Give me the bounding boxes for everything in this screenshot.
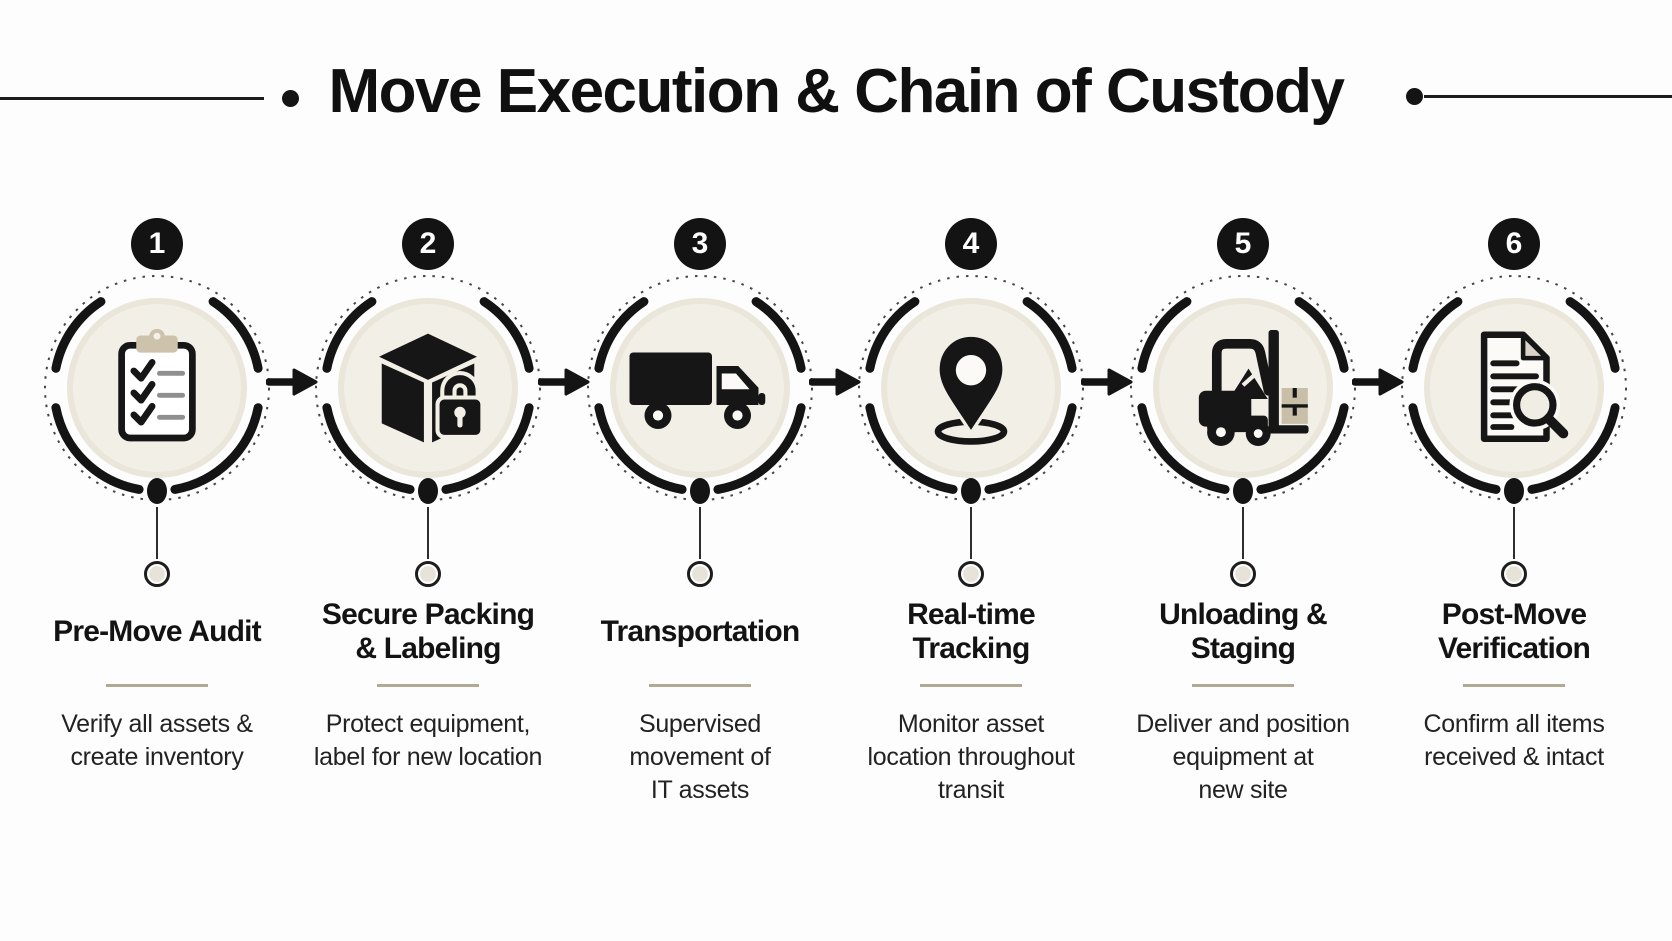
connector-ring [1501, 561, 1527, 587]
step-description: Protect equipment, label for new locatio… [313, 710, 543, 771]
arrow-right-icon [809, 368, 861, 396]
step-number-badge: 1 [131, 218, 183, 270]
step-title: Unloading & Staging [1159, 598, 1328, 665]
header-left-line [0, 97, 264, 100]
step-title: Real-time Tracking [907, 598, 1036, 665]
step-title-divider [649, 684, 751, 687]
step-title: Secure Packing & Labeling [321, 598, 535, 665]
connector-ring [958, 561, 984, 587]
connector-line [699, 507, 701, 559]
connector-ring [687, 561, 713, 587]
step-description: Verify all assets & create inventory [61, 710, 253, 771]
step-description: Monitor asset location throughout transi… [867, 710, 1075, 804]
header-right-dot [1406, 88, 1423, 105]
connector-line [970, 507, 972, 559]
step-title-divider [377, 684, 479, 687]
step-title: Post-Move Verification [1437, 598, 1591, 665]
step-number-badge: 2 [402, 218, 454, 270]
step-5: 5 Unloading & Stagi [1103, 200, 1383, 840]
connector-line [1242, 507, 1244, 559]
arrow-right-icon [1081, 368, 1133, 396]
connector-line [1513, 507, 1515, 559]
step-description: Confirm all items received & intact [1423, 710, 1605, 771]
location-pin-icon [934, 333, 1008, 445]
step-title-divider [106, 684, 208, 687]
connector-line [427, 507, 429, 559]
step-title-divider [1463, 684, 1565, 687]
step-title: Transportation [600, 615, 801, 648]
connector-ring [415, 561, 441, 587]
step-number-badge: 5 [1217, 218, 1269, 270]
arrow-right-icon [1352, 368, 1404, 396]
header-right-line [1424, 95, 1672, 98]
step-title: Pre-Move Audit [53, 615, 262, 648]
document-magnifier-icon [1480, 331, 1569, 442]
connector-ring [144, 561, 170, 587]
page-title: Move Execution & Chain of Custody [328, 57, 1345, 126]
step-title-divider [1192, 684, 1294, 687]
step-title-divider [920, 684, 1022, 687]
step-3: 3 Transportation Supervised movement of … [560, 200, 840, 840]
step-2: 2 Secure Packing & Labeling Protect equi… [288, 200, 568, 840]
connector-line [156, 507, 158, 559]
step-description: Deliver and position equipment at new si… [1136, 710, 1350, 804]
step-number-badge: 3 [674, 218, 726, 270]
arrow-right-icon [538, 368, 590, 396]
forklift-icon [1198, 330, 1309, 446]
connector-ring [1230, 561, 1256, 587]
arrow-right-icon [266, 368, 318, 396]
truck-icon [629, 352, 766, 429]
step-4: 4 Real-time Tracking Monitor asset locat… [831, 200, 1111, 840]
header-left-dot [282, 90, 299, 107]
step-number-badge: 6 [1488, 218, 1540, 270]
step-1: 1 Pre-Move Audit Verify all ass [17, 200, 297, 840]
clipboard-checklist-icon [118, 328, 196, 442]
step-number-badge: 4 [945, 218, 997, 270]
locked-box-icon [379, 333, 485, 443]
step-description: Supervised movement of IT assets [629, 710, 771, 804]
step-6: 6 Post-Move Verification [1374, 200, 1654, 840]
